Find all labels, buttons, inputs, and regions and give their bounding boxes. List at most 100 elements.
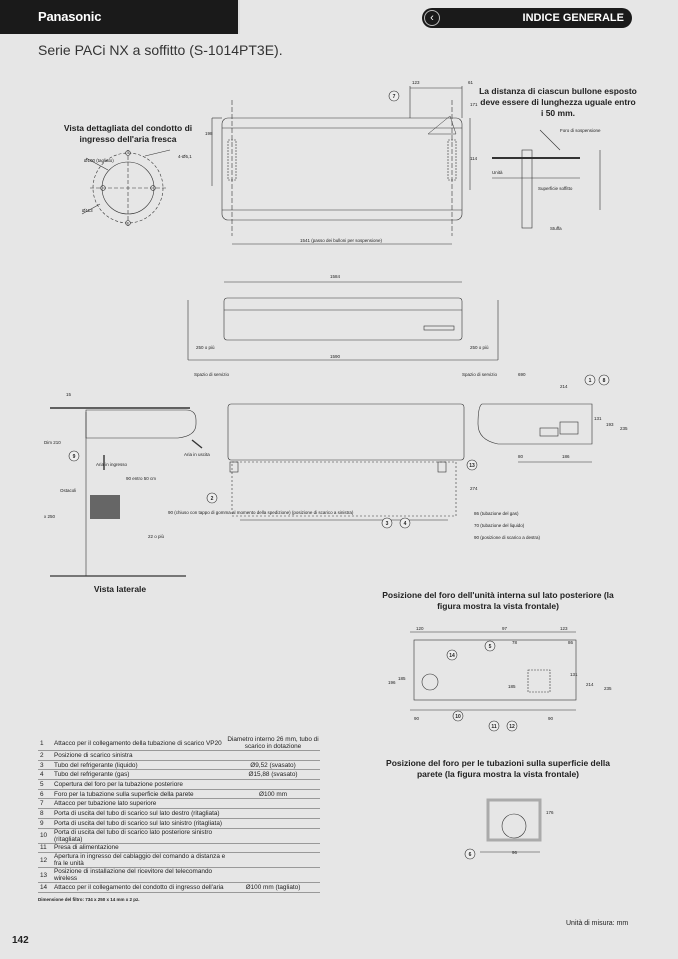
callout-7: 7 [393,94,396,100]
callout-1: 1 [589,378,592,384]
unit-note: Unità di misura: mm [566,920,629,927]
side-view [50,407,203,577]
legend-value: Ø100 mm [258,790,288,798]
rdim-97: 97 [502,626,508,631]
callout-14: 14 [449,653,455,659]
legend-value: Diametro interno 26 mm, tubo di scarico … [227,736,319,750]
wall-hole-label: Posizione del foro per le tubazioni sull… [386,758,610,779]
rear-hole-label: Posizione del foro dell'unità interna su… [382,590,614,611]
rdim-235: 235 [604,686,612,691]
dim-171: 171 [470,102,478,107]
legend-number: 9 [40,819,44,827]
callout-6: 6 [469,852,472,858]
suspension-hole-text: Foro di sospensione [560,128,601,133]
legend-description: Tubo del refrigerante (gas) [54,771,130,779]
dim-61: 61 [468,80,474,85]
x250-text: x 250 [44,514,56,519]
callout-9: 9 [73,454,76,460]
bolt-note-label: La distanza di ciascun bullone esposto d… [479,86,637,118]
legend-description: Porta di uscita del tubo di scarico sul … [54,809,220,817]
legend-number: 1 [40,739,44,747]
right-side-view [477,403,593,463]
callout-4: 4 [404,521,407,527]
dim-80: 80 [518,454,524,459]
rdim-196: 196 [388,680,396,685]
index-button[interactable]: INDICE GENERALE [422,8,632,28]
legend-number: 7 [40,800,44,808]
air-in-text: Aria in ingresso [96,462,128,467]
dim-15: 15 [66,392,72,397]
drain-right-text: 90 (posizione di scarico a destra) [474,535,541,540]
phi113-text: Ø113 [82,208,93,213]
rdim-131: 131 [570,672,578,677]
rdim-120: 120 [416,626,424,631]
callout-12: 12 [509,724,515,730]
legend-row: 8 Porta di uscita del tubo di scarico sul… [38,809,320,819]
rdim-86: 86 [568,640,574,645]
callout-5: 5 [489,644,492,650]
rdim-123: 123 [560,626,568,631]
dim-193: 193 [606,422,614,427]
wdim-96: 96 [512,850,518,855]
unit-text: Unità [492,170,503,175]
rdim-185b: 185 [508,684,516,689]
wall-hole-drawing [480,798,542,853]
legend-number: 13 [40,871,48,879]
dim-90-note: 90 (chiuso con tappo di gomma al momento… [168,510,354,515]
legend-description: Apertura in ingresso del cablaggio del c… [54,853,226,868]
filter-size-note: Dimensione del filtro: 734 x 250 x 14 mm… [38,896,140,902]
callout-10: 10 [455,714,461,720]
ceiling-surface-text: Superficie soffitto [538,186,573,191]
legend-number: 2 [40,751,44,759]
fresh-air-view-label: Vista dettagliata del condotto di ingres… [63,123,193,144]
legend-description: Attacco per il collegamento del condotto… [54,884,224,892]
fresh-air-duct-view [81,149,171,226]
legend-table: 1 Attacco per il collegamento della tubaz… [38,736,320,902]
callout-11: 11 [491,724,497,730]
legend-number: 11 [40,844,47,852]
callout-3: 3 [386,521,389,527]
dim-1584: 1584 [330,274,341,279]
dim-114: 114 [470,156,478,161]
phi100-text: Ø100 (tagliato) [84,158,114,163]
liquid-text: 70 (tubazione del liquido) [474,523,525,528]
top-view-unit [211,86,471,245]
callout-2: 2 [211,496,214,502]
air-out-text: Aria in uscita [184,452,210,457]
legend-description: Attacco per il collegamento della tubazi… [54,739,222,747]
chevron-left-icon[interactable]: ‹ [424,10,440,26]
legend-description: Posizione di scarico sinistra [54,751,133,759]
obstacles-text: Ostacoli [60,488,76,493]
legend-row: 12 Apertura in ingresso del cablaggio del… [38,853,320,869]
legend-number: 12 [40,856,48,864]
top-bar: Panasonic INDICE GENERALE ‹ [0,0,678,38]
rdim-214: 214 [586,682,594,687]
legend-number: 3 [40,761,44,769]
rdim-185: 185 [398,676,406,681]
dim-250-left: 250 o più [196,345,215,350]
brand-divider [238,0,240,34]
legend-description: Porta di uscita del tubo di scarico lato… [54,828,213,843]
dim-123: 123 [412,80,420,85]
phi4-text: 4-Ø5,1 [178,154,192,159]
legend-number: 5 [40,780,44,788]
service-space-right: Spazio di servizio [462,372,498,377]
dim-131: 131 [594,416,602,421]
legend-row: 2 Posizione di scarico sinistra [38,751,320,761]
brand-logo: Panasonic [0,0,238,34]
legend-number: 8 [40,809,44,817]
main-front-view [227,403,465,521]
bolt-detail [492,129,601,229]
legend-value: Ø9,52 (svasato) [250,761,296,769]
dim-690: 690 [518,372,526,377]
dim-22: 22 o più [148,534,165,539]
legend-description: Foro per la tubazione sulla superficie d… [54,790,194,798]
legend-number: 14 [40,884,48,892]
front-view-unit [187,281,499,361]
dim-186: 186 [562,454,570,459]
callout-13: 13 [469,463,475,469]
